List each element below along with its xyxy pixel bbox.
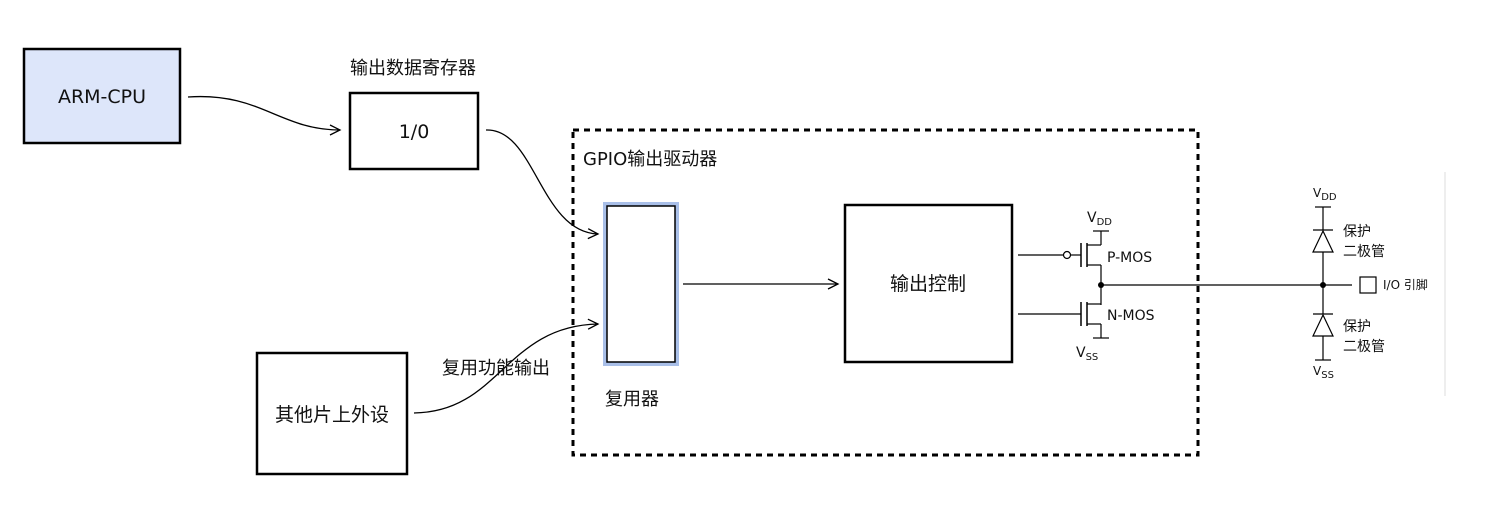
- protection-circuit: VDD 保护 二极管 I/O 引脚 保护 二极管 VSS: [1312, 172, 1446, 396]
- nmos-label: N-MOS: [1107, 308, 1155, 324]
- protection-vss-label: VSS: [1313, 364, 1334, 381]
- mos-circuit: P-MOS VDD N-MOS VSS: [1018, 210, 1352, 363]
- arm-cpu-block: ARM-CPU: [22, 47, 182, 145]
- lower-diode-icon: [1312, 313, 1334, 337]
- gpio-driver-title: GPIO输出驱动器: [583, 149, 717, 170]
- io-pin-label: I/O 引脚: [1383, 277, 1428, 292]
- pmos-label: P-MOS: [1107, 250, 1152, 266]
- cpu-to-register-arrow: [187, 95, 342, 136]
- upper-diode-label-2: 二极管: [1343, 244, 1385, 260]
- peripheral-to-mux-arrow: [413, 318, 600, 414]
- output-control-block: 输出控制: [843, 203, 1014, 364]
- protection-vdd-label: VDD: [1313, 186, 1337, 203]
- output-register-value: 1/0: [399, 121, 430, 143]
- mos-vdd-label: VDD: [1087, 210, 1112, 228]
- alt-function-label: 复用功能输出: [442, 358, 550, 379]
- io-pin-icon: [1359, 276, 1377, 294]
- lower-diode-label-2: 二极管: [1343, 339, 1385, 355]
- upper-diode-icon: [1312, 229, 1334, 253]
- register-to-mux-arrow: [485, 129, 600, 240]
- peripheral-label: 其他片上外设: [275, 404, 389, 426]
- mos-vss-label: VSS: [1076, 345, 1098, 363]
- output-control-label: 输出控制: [890, 273, 966, 295]
- output-register-title: 输出数据寄存器: [350, 58, 476, 79]
- output-register-block: 1/0: [348, 91, 480, 171]
- peripheral-block: 其他片上外设: [255, 351, 409, 476]
- upper-diode-label-1: 保护: [1343, 224, 1371, 240]
- multiplexer-block: [603, 202, 679, 366]
- arm-cpu-label: ARM-CPU: [58, 86, 146, 108]
- gpio-driver-border: [571, 128, 1200, 457]
- lower-diode-label-1: 保护: [1343, 319, 1371, 335]
- multiplexer-caption: 复用器: [605, 389, 659, 410]
